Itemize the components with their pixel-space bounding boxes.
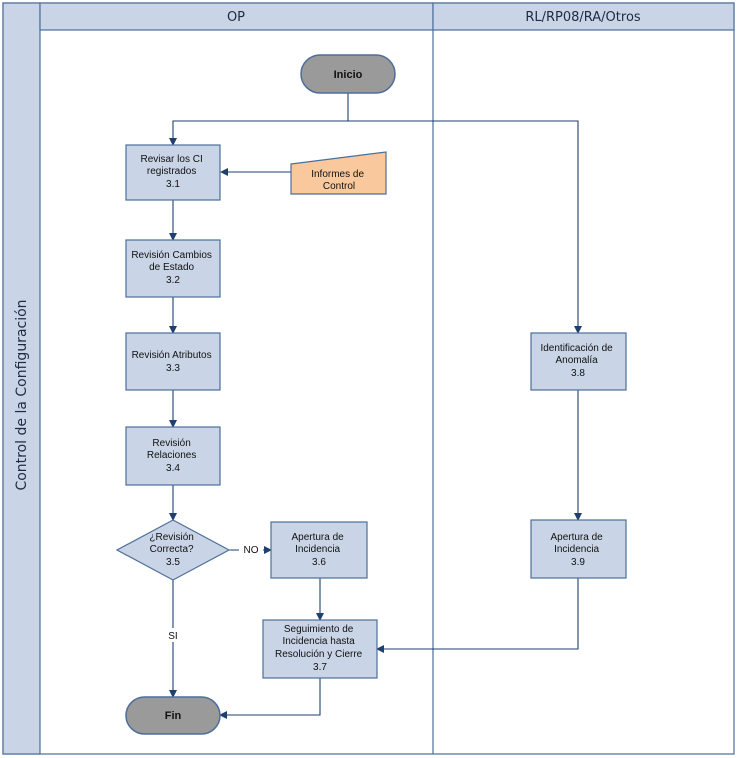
node-3-9-text: Apertura de Incidencia 3.9 [550, 532, 605, 568]
node-3-3-text: Revisión Atributos 3.3 [132, 350, 215, 374]
node-3-3: Revisión Atributos 3.3 [125, 332, 221, 391]
node-3-1: Revisar los CI registrados 3.1 [125, 144, 221, 201]
lane-header-rl [432, 2, 735, 31]
pool-header [2, 2, 41, 755]
node-3-5-decision: ¿Revisión Correcta? 3.5 [115, 519, 231, 581]
edge-label-no-bg [239, 543, 263, 556]
node-fin-text: Fin [165, 710, 182, 722]
node-3-8: Identificación de Anomalía 3.8 [530, 332, 627, 391]
node-3-1-text: Revisar los CI registrados 3.1 [140, 154, 205, 190]
node-3-7-text: Seguimiento de Incidencia hasta Resoluci… [275, 624, 365, 673]
lane-title-op: OP [227, 10, 245, 25]
node-3-4: Revisión Relaciones 3.4 [125, 426, 221, 486]
node-informes-text: Informes de Control [311, 169, 367, 192]
node-inicio: Inicio [300, 54, 396, 94]
node-3-7: Seguimiento de Incidencia hasta Resoluci… [262, 619, 378, 679]
node-inicio-text: Inicio [334, 69, 363, 81]
edge-label-no: NO [244, 545, 259, 556]
node-fin: Fin [125, 696, 221, 735]
node-3-9: Apertura de Incidencia 3.9 [530, 519, 627, 579]
pool-title: Control de la Configuración [14, 299, 30, 490]
edge-3-9-3-7 [376, 578, 579, 653]
edges [169, 93, 582, 719]
node-3-5-text: ¿Revisión Correcta? 3.5 [149, 532, 196, 568]
node-informes-control: Informes de Control [290, 151, 387, 195]
node-3-4-text: Revisión Relaciones 3.4 [147, 438, 199, 474]
lane-title-rl: RL/RP08/RA/Otros [525, 10, 641, 25]
edge-inicio-3-1 [169, 93, 349, 146]
edge-label-si: SI [168, 631, 177, 642]
edge-label-si-bg [164, 628, 182, 642]
node-3-2-text: Revisión Cambios de Estado 3.2 [131, 250, 214, 286]
edge-3-7-fin [219, 678, 321, 719]
node-3-6-text: Apertura de Incidencia 3.6 [291, 532, 346, 568]
node-3-6: Apertura de Incidencia 3.6 [270, 521, 368, 579]
edge-inicio-3-8 [348, 120, 582, 334]
node-3-8-text: Identificación de Anomalía 3.8 [540, 343, 615, 379]
lane-header-op [39, 2, 434, 31]
node-3-2: Revisión Cambios de Estado 3.2 [125, 239, 221, 298]
